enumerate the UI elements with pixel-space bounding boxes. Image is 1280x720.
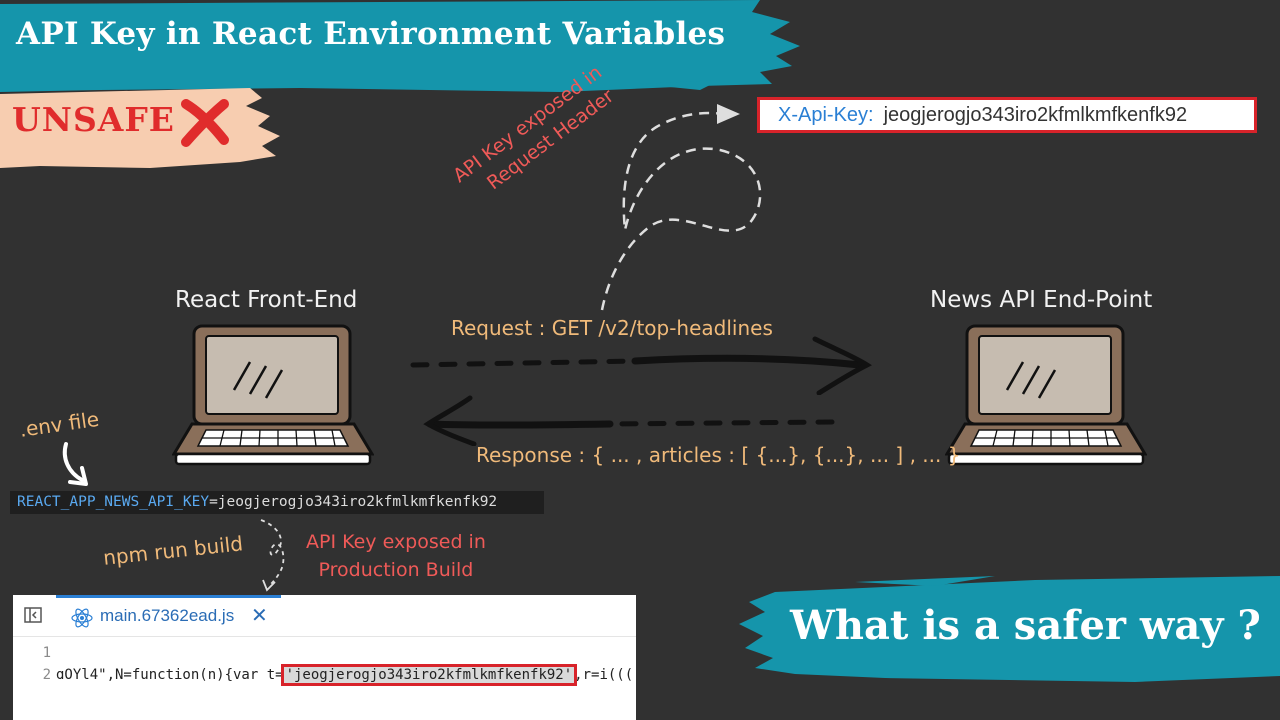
env-key: REACT_APP_NEWS_API_KEY: [17, 494, 210, 510]
unsafe-label: UNSAFE: [12, 100, 175, 139]
title-brush: [0, 0, 800, 92]
code-prefix: ɑOYl4",N=function(n){var t=: [56, 667, 284, 683]
unsafe-brush: [0, 88, 280, 168]
build-note-line1: API Key exposed in: [306, 531, 486, 553]
build-note: API Key exposed in Production Build: [306, 528, 486, 584]
code-api-key: 'jeogjerogjo343iro2kfmlkmfkenfk92': [280, 664, 578, 686]
line-numbers: 1 2: [13, 642, 51, 686]
env-file-label: .env file: [18, 406, 101, 442]
env-variable-line: REACT_APP_NEWS_API_KEY=jeogjerogjo343iro…: [10, 491, 544, 514]
dashed-loop-arrow: [600, 104, 762, 311]
code-suffix: ,r=i(((: [574, 667, 634, 683]
env-equals: =: [209, 494, 218, 510]
env-arrow: [62, 442, 88, 486]
request-label: Request : GET /v2/top-headlines: [451, 316, 773, 340]
build-command-label: npm run build: [102, 531, 245, 570]
request-arrow: [410, 336, 872, 395]
line-number: 2: [42, 667, 51, 683]
sidebar-toggle-icon[interactable]: [24, 607, 42, 623]
page-title: API Key in React Environment Variables: [16, 16, 726, 52]
react-icon: [71, 608, 93, 628]
laptop-icon: [945, 324, 1147, 466]
response-arrow: [423, 395, 835, 446]
line-number: 1: [42, 645, 51, 661]
close-icon[interactable]: ✕: [251, 605, 268, 627]
request-header-box: X-Api-Key: jeogjerogjo343iro2kfmlkmfkenf…: [757, 97, 1257, 133]
code-line: ɑOYl4",N=function(n){var t='jeogjerogjo3…: [56, 664, 633, 686]
backend-label: News API End-Point: [930, 287, 1153, 313]
x-mark-icon: [181, 99, 229, 147]
code-editor-panel: main.67362ead.js ✕ 1 2 ɑOYl4",N=function…: [13, 595, 636, 720]
response-label: Response : { ... , articles : [ {...}, {…: [476, 443, 961, 467]
env-value: jeogjerogjo343iro2kfmlkmfkenfk92: [217, 494, 498, 510]
header-value: jeogjerogjo343iro2kfmlkmfkenfk92: [883, 103, 1188, 126]
editor-tab-strip: main.67362ead.js ✕: [13, 595, 636, 637]
build-note-line2: Production Build: [318, 559, 474, 581]
question-text: What is a safer way ?: [790, 602, 1261, 649]
question-brush: [739, 576, 1280, 682]
editor-tab[interactable]: main.67362ead.js ✕: [56, 595, 281, 637]
laptop-icon: [172, 324, 374, 466]
build-dashed-arrow: [260, 519, 285, 592]
header-key: X-Api-Key:: [778, 103, 874, 126]
tab-label: main.67362ead.js: [100, 606, 235, 625]
frontend-label: React Front-End: [175, 287, 358, 313]
